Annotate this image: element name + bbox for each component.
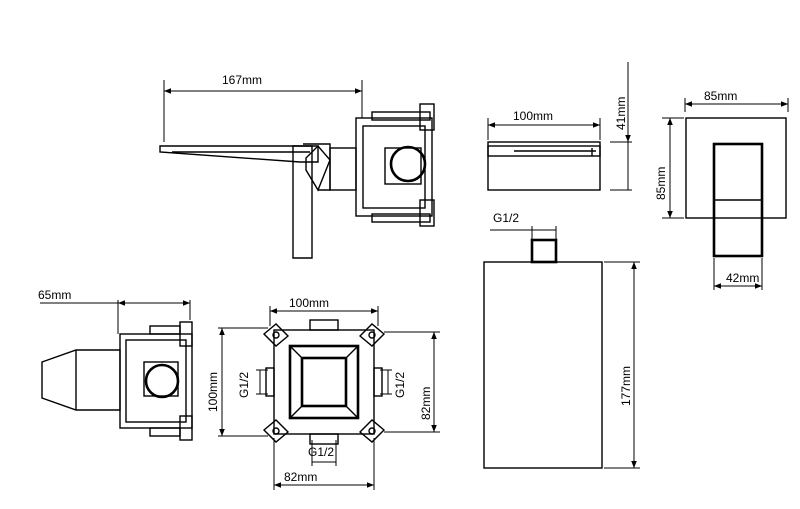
cover-view: G1/2 177mm [483, 211, 640, 469]
handle-plate-view: 85mm 85mm 42mm [654, 89, 789, 290]
box-front-view: 100mm 100mm G1/2 [206, 296, 440, 490]
plate-width-label: 85mm [704, 89, 737, 103]
spout-height-label: 41mm [614, 97, 628, 130]
spout-side-view: 167mm [159, 73, 435, 259]
thread-left-label: G1/2 [237, 372, 251, 398]
thread-bottom-label: G1/2 [308, 445, 334, 459]
thread-top-label: G1/2 [493, 211, 519, 225]
spout-length-label: 167mm [222, 73, 262, 87]
box-inner-bottom-label: 82mm [284, 470, 317, 484]
plate-height-label: 85mm [654, 167, 668, 200]
spout-front-view: 100mm 41mm [487, 62, 632, 191]
box-side-view: 65mm [38, 288, 193, 441]
box-height-label: 100mm [206, 372, 220, 412]
cover-height-label: 177mm [619, 366, 633, 406]
box-width-label: 100mm [289, 296, 329, 310]
box-inner-right-label: 82mm [419, 387, 433, 420]
side-depth-label: 65mm [38, 288, 71, 302]
handle-width-label: 42mm [726, 271, 759, 285]
thread-right-label: G1/2 [393, 372, 407, 398]
spout-width-label: 100mm [513, 109, 553, 123]
